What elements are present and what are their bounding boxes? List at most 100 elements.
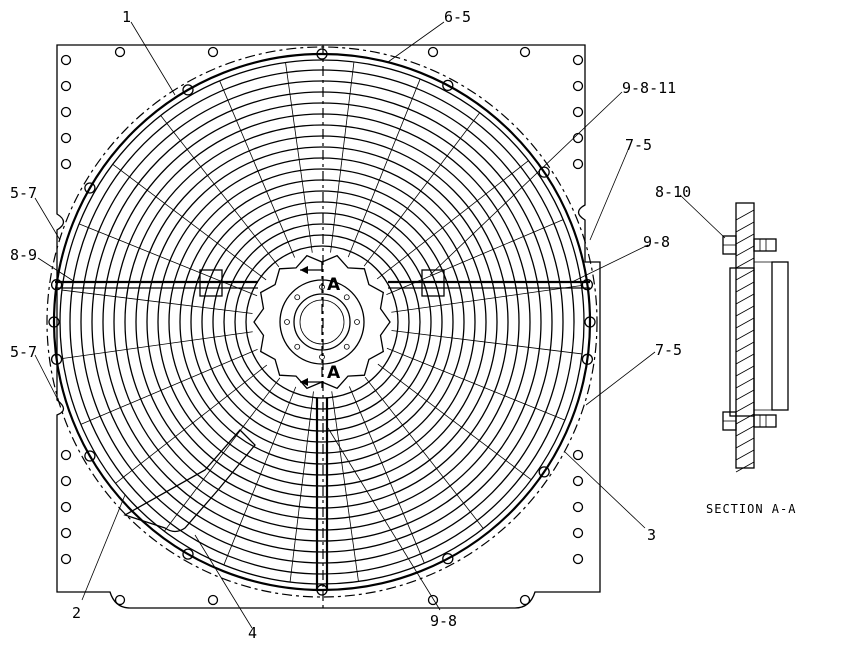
plate-hole	[572, 132, 584, 144]
guard-spoke	[386, 347, 566, 421]
plate-hole	[60, 501, 72, 513]
plate-hole	[572, 553, 584, 565]
plate-hole	[60, 132, 72, 144]
guard-ring	[190, 190, 454, 454]
plate-hole	[572, 527, 584, 539]
hatch-line	[735, 365, 755, 377]
guard-ring	[201, 201, 443, 443]
callout-7-5-top: 7-5	[625, 136, 652, 154]
hatch-line	[735, 329, 755, 341]
guard-ring	[91, 91, 553, 553]
hatch-line	[735, 341, 755, 353]
section-marker-bottom: A	[327, 363, 341, 383]
plate-hole	[572, 158, 584, 170]
plate-hole	[572, 475, 584, 487]
callout-8-9: 8-9	[10, 246, 37, 264]
section-marker-top: A	[327, 275, 341, 295]
split-bar	[55, 269, 590, 297]
guard-spoke	[331, 391, 359, 582]
hatch-line	[735, 353, 755, 365]
hatch-line	[735, 461, 755, 473]
section-line	[300, 262, 323, 388]
guard-spoke	[364, 376, 484, 529]
plate-hole	[60, 158, 72, 170]
plate-hole	[114, 594, 126, 606]
guard-spoke	[391, 330, 583, 355]
plate-hole	[519, 46, 531, 58]
guard-ring	[135, 135, 509, 509]
leader-lines	[34, 21, 726, 629]
guard-ring	[168, 168, 476, 476]
section-detail	[722, 202, 789, 473]
guard-bolt	[182, 84, 194, 96]
guard-ring	[146, 146, 498, 498]
hatch-line	[735, 449, 755, 461]
guard-ring	[102, 102, 542, 542]
hub-hole	[343, 294, 350, 301]
guard-rings	[52, 52, 592, 592]
hatch-line	[735, 389, 755, 401]
callout-2: 2	[72, 604, 81, 622]
guard-spoke	[223, 386, 297, 566]
guard-spoke	[377, 363, 532, 480]
hatch-line	[735, 377, 755, 389]
guard-ring	[113, 113, 531, 531]
guard-spoke	[80, 348, 258, 425]
hatch-line	[735, 437, 755, 449]
guard-spoke	[219, 80, 296, 258]
guard-spoke	[348, 386, 425, 564]
guard-bolt	[48, 316, 60, 328]
mounting-bolts	[48, 46, 596, 606]
outer-ring-inner	[59, 59, 585, 585]
guard-spoke	[386, 219, 564, 296]
outer-ring	[52, 52, 592, 592]
hatch-line	[735, 425, 755, 437]
guard-spokes	[61, 61, 583, 583]
plate-hole	[207, 594, 219, 606]
guard-ring	[245, 245, 399, 399]
guard-bolt	[50, 353, 63, 365]
guard-spoke	[62, 331, 253, 359]
guard-spoke	[330, 61, 355, 253]
plate-hole	[60, 80, 72, 92]
hatch-line	[735, 317, 755, 329]
guard-ring	[179, 179, 465, 465]
hub-hole	[354, 319, 360, 325]
guard-bolt	[316, 48, 328, 60]
guard-bolt	[538, 166, 550, 178]
plate-hole	[572, 80, 584, 92]
guard-ring	[124, 124, 520, 520]
callout-5-7-top: 5-7	[10, 184, 37, 202]
callout-9-8-11: 9-8-11	[622, 79, 676, 97]
plate-hole	[60, 449, 72, 461]
guard-spoke	[164, 377, 281, 532]
guard-spoke	[115, 364, 268, 484]
guard-bolt	[581, 279, 594, 291]
guard-bolt	[442, 79, 454, 92]
plate-hole	[60, 54, 72, 66]
hatch-line	[735, 269, 755, 281]
plate-hole	[572, 501, 584, 513]
hatch-line	[735, 401, 755, 413]
plate-hole	[60, 553, 72, 565]
guard-spoke	[391, 285, 582, 313]
callout-3: 3	[647, 526, 656, 544]
callout-6-5: 6-5	[444, 8, 471, 26]
hub-hole	[343, 343, 350, 350]
hub-hole	[294, 343, 301, 350]
guard-spoke	[347, 78, 421, 258]
plate-hole	[519, 594, 531, 606]
mounting-plate	[56, 44, 601, 609]
guard-spoke	[376, 160, 529, 280]
hatch-line	[735, 257, 755, 269]
guard-bolt	[581, 353, 594, 365]
guard-spoke	[61, 289, 253, 314]
guard-bolt	[584, 316, 596, 328]
guard-bolt	[84, 450, 96, 462]
plate-hole	[427, 594, 439, 606]
callout-1: 1	[122, 8, 131, 26]
guard-bolt	[538, 466, 550, 478]
callout-4: 4	[248, 624, 257, 642]
hub-hole	[294, 294, 301, 301]
